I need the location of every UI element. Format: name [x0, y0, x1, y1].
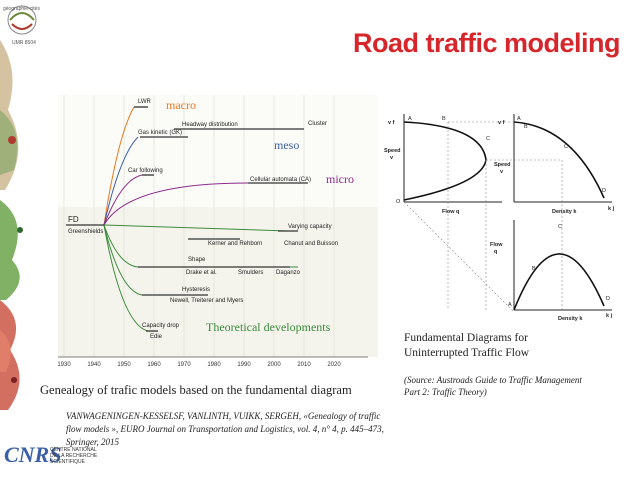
genealogy-caption: Genealogy of trafic models based on the … — [40, 383, 352, 397]
map-decoration-strip — [0, 0, 42, 479]
node-root-fd: FD — [68, 215, 79, 224]
fd-density-2: Density k — [558, 316, 583, 322]
fd-kj-2: k j — [606, 313, 613, 319]
year-tick: 1980 — [207, 362, 221, 368]
year-tick: 1960 — [147, 362, 161, 368]
year-tick: 1930 — [58, 362, 71, 368]
page-title: Road traffic modeling — [352, 28, 621, 58]
label-theoretical: Theoretical developments — [206, 320, 331, 334]
node-headway: Headway distribution — [182, 122, 238, 128]
node-drake: Drake et al. — [186, 270, 217, 276]
node-lwr: LWR — [138, 99, 152, 105]
node-car-following: Car following — [128, 168, 163, 174]
node-varying-capacity: Varying capacity — [288, 224, 332, 230]
genealogy-diagram: 1930 1940 1950 1960 1970 1980 1990 2000 … — [58, 95, 378, 368]
fd-point-a3: A — [508, 302, 512, 308]
node-hysteresis: Hysteresis — [182, 287, 210, 293]
node-newell: Newell, Treiterer and Myers — [170, 298, 243, 304]
logo-top-text: géographie-cités — [3, 6, 40, 12]
fd-point-b1: B — [442, 116, 446, 122]
reference-citation: VANWAGENINGEN-KESSELSF, VANLINTH, VUIKK,… — [66, 411, 384, 447]
fd-point-c1: C — [486, 136, 490, 142]
label-micro: micro — [326, 172, 354, 186]
fd-caption-line2: Uninterrupted Traffic Flow — [404, 347, 530, 359]
node-gas-kinetic: Gas kinetic (GK) — [138, 130, 182, 136]
node-chanut: Chanut and Buisson — [284, 241, 338, 247]
cnrs-text: CENTRE NATIONAL DE LA RECHERCHE SCIENTIF… — [50, 447, 97, 465]
year-tick: 1940 — [87, 362, 101, 368]
fd-source-line2: Part 2: Traffic Theory) — [404, 387, 487, 397]
label-macro: macro — [166, 98, 196, 112]
year-tick: 2000 — [267, 362, 281, 368]
node-cellular: Cellular automata (CA) — [250, 177, 311, 183]
year-tick: 2010 — [297, 362, 311, 368]
fd-speed-2: Speed — [494, 162, 511, 168]
node-smulders: Smulders — [238, 270, 263, 276]
cnrs-logo-text: CNRS — [4, 442, 61, 467]
cnrs-line1: CENTRE NATIONAL — [50, 447, 97, 453]
fd-source: (Source: Austroads Guide to Traffic Mana… — [404, 374, 582, 398]
fd-point-a1: A — [408, 116, 412, 122]
fd-point-c2: C — [564, 144, 568, 150]
year-tick: 1970 — [177, 362, 191, 368]
node-root-greenshields: Greenshields — [68, 229, 103, 235]
fd-density-1: Density k — [552, 209, 577, 215]
node-cluster: Cluster — [308, 121, 327, 127]
fd-speed-1: Speed — [384, 148, 401, 154]
node-capacity-drop: Capacity drop — [142, 323, 180, 329]
fd-source-line1: (Source: Austroads Guide to Traffic Mana… — [404, 375, 582, 385]
year-tick: 2020 — [327, 362, 341, 368]
fd-caption: Fundamental Diagrams for Uninterrupted T… — [404, 331, 529, 361]
node-kerner: Kerner and Rehborn — [208, 241, 262, 247]
fd-flow-axis: Flow q — [442, 209, 459, 215]
fd-point-d2: D — [602, 188, 606, 194]
fd-point-a2: A — [517, 116, 521, 122]
fd-point-b3: B — [532, 266, 536, 272]
fd-vf-2: v f — [498, 120, 505, 126]
fd-point-b2: B — [524, 124, 528, 130]
node-shape: Shape — [188, 257, 206, 263]
fd-v-1: v — [390, 155, 394, 161]
fd-point-d3: D — [606, 296, 610, 302]
fd-vf-1: v f — [388, 120, 395, 126]
year-tick: 1990 — [237, 362, 251, 368]
geographie-cites-logo: géographie-cités UMR 8504 — [3, 5, 40, 46]
fd-v-2: v — [500, 169, 504, 175]
logo-top-sub: UMR 8504 — [12, 40, 36, 46]
fd-flow-label: Flow — [490, 242, 503, 248]
label-meso: meso — [274, 138, 299, 152]
year-tick: 1950 — [117, 362, 131, 368]
fd-kj-1: k j — [608, 206, 615, 212]
fd-q-label: q — [494, 249, 497, 255]
cnrs-logo: CNRS — [4, 442, 61, 467]
node-edie: Edie — [150, 334, 163, 340]
cnrs-line3: SCIENTIFIQUE — [50, 459, 86, 465]
cnrs-line2: DE LA RECHERCHE — [50, 453, 98, 459]
fundamental-diagrams: v f Speed v Flow q v f Speed v Density k… — [384, 114, 615, 322]
node-daganzo: Daganzo — [276, 270, 301, 276]
fd-caption-line1: Fundamental Diagrams for — [404, 332, 528, 344]
fd-point-c3: C — [558, 224, 562, 230]
fd-point-o: O — [396, 199, 401, 205]
